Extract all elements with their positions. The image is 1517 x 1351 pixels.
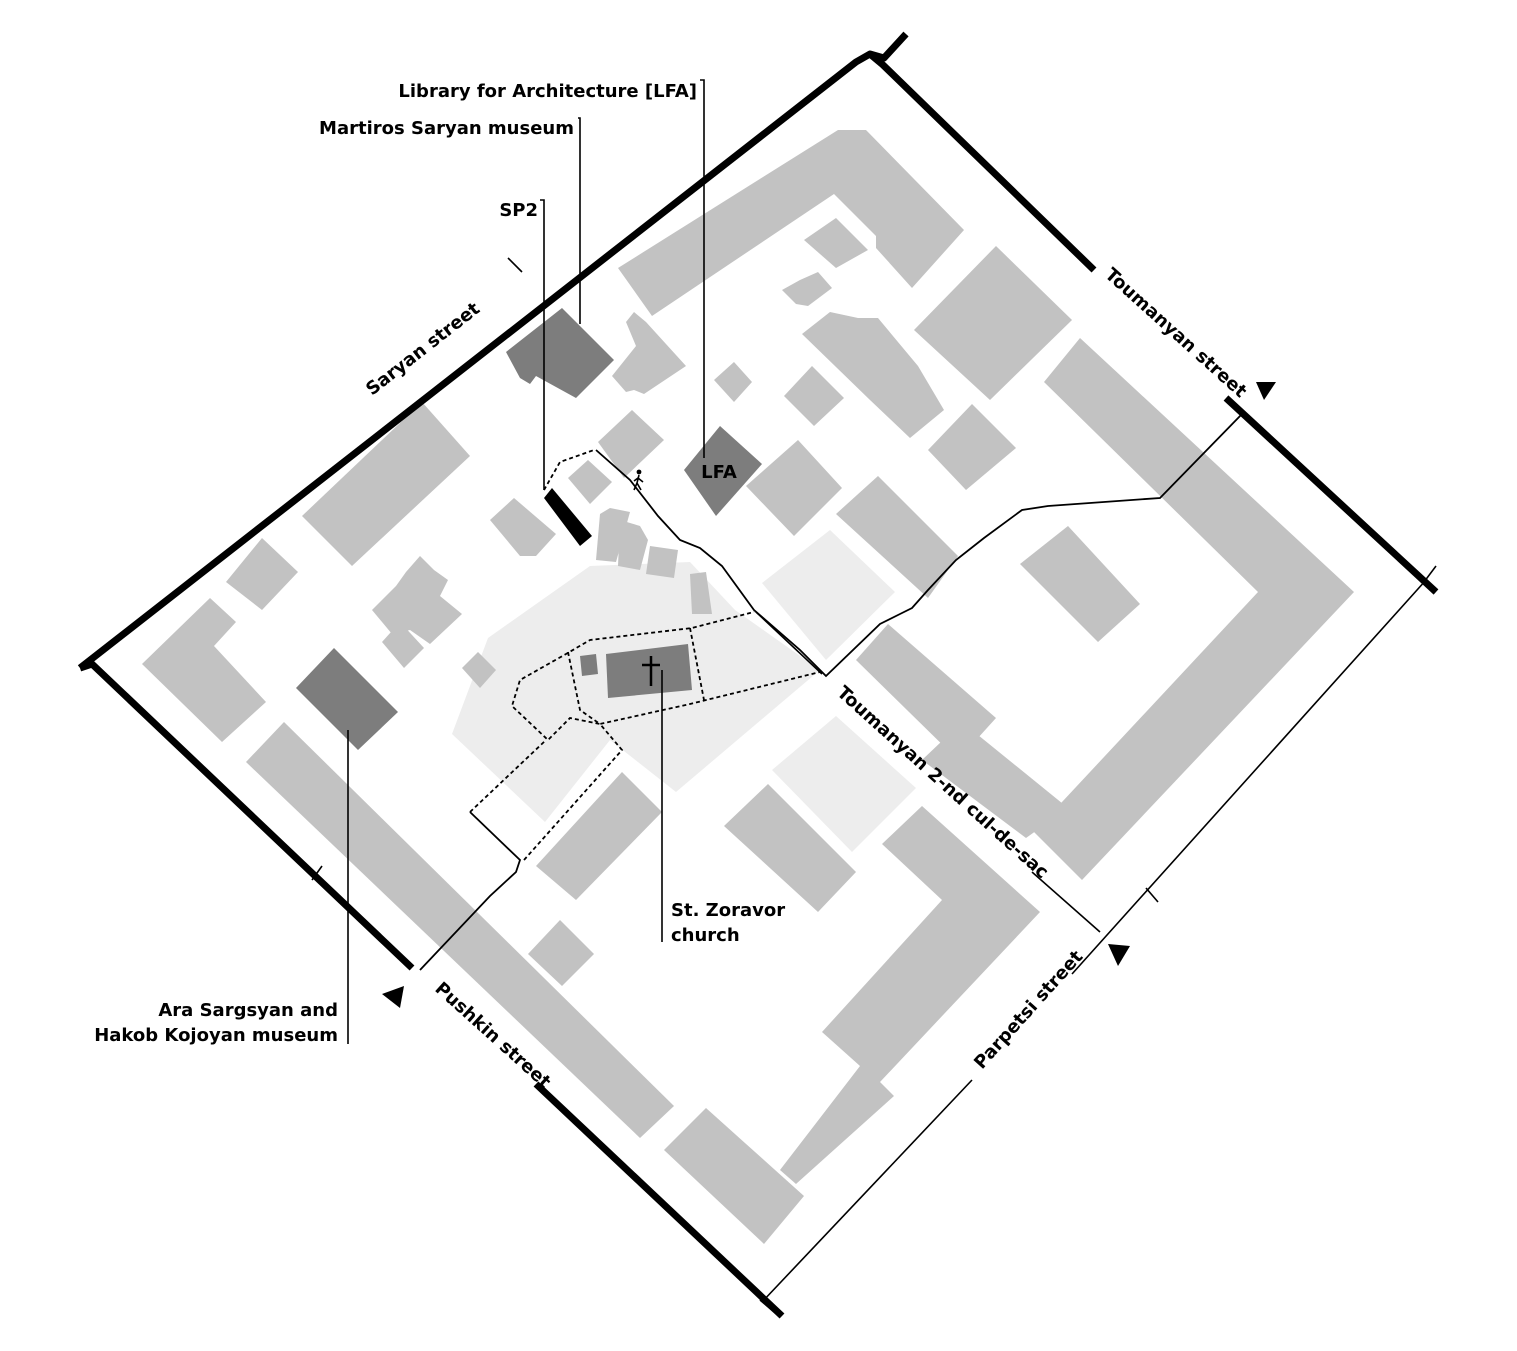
toumanyan-street-line-lower [1223, 395, 1439, 595]
parpetsi-street-line-upper [1071, 579, 1427, 975]
walking-route [419, 811, 522, 971]
building [618, 520, 648, 570]
parpetsi-tick-mid [1145, 887, 1159, 903]
toumanyan-street-line [867, 51, 1097, 273]
martiros-saryan-museum-building[interactable] [506, 308, 614, 398]
sp2-building[interactable] [544, 488, 592, 546]
building [746, 440, 842, 536]
dashed-path-upper [543, 449, 595, 491]
saryan-street-label: Saryan street [362, 298, 484, 400]
building [714, 362, 752, 402]
entrance-arrow-icon-south-east [1108, 944, 1130, 966]
paths [419, 413, 1243, 971]
dashed-path-north [469, 739, 547, 813]
east-square-south [772, 716, 916, 852]
building [914, 246, 1072, 400]
building [782, 272, 832, 306]
st-zoravor-church-building[interactable] [606, 644, 692, 698]
building-south-l [780, 806, 1040, 1184]
building [690, 572, 712, 614]
pushkin-street-line-lower [533, 1081, 785, 1319]
building-east-l [1034, 338, 1354, 880]
ara-label-line1: Ara Sargsyan and [158, 1000, 338, 1021]
building [1020, 526, 1140, 642]
zoravor-label-line1: St. Zoravor [671, 900, 785, 921]
building-west-l [142, 598, 266, 742]
building [598, 410, 664, 478]
lfa-full-label: Library for Architecture [LFA] [398, 81, 697, 102]
buildings [142, 130, 1354, 1244]
building-cross [372, 556, 462, 644]
cross-icon [642, 656, 660, 686]
parpetsi-street-line [761, 1079, 973, 1303]
building [802, 312, 944, 438]
pushkin-tick [311, 865, 323, 881]
building [664, 1108, 804, 1244]
building [490, 498, 556, 556]
building [784, 366, 844, 426]
parpetsi-tick-east [1423, 565, 1437, 583]
sp2-label: SP2 [499, 200, 538, 221]
pedestrian-icon [633, 469, 644, 491]
pushkin-street-line [78, 660, 415, 971]
dashed-path-west [510, 611, 755, 861]
saryan-museum-leader [578, 117, 581, 324]
entrance-arrow-icon-north-east [1256, 382, 1276, 400]
building [382, 622, 424, 668]
building [462, 652, 496, 688]
building [302, 402, 470, 566]
building [928, 404, 1016, 490]
dashed-path-east [689, 627, 705, 701]
building [724, 784, 856, 912]
building-pushkin-strip [246, 722, 674, 1138]
building [612, 312, 686, 394]
lfa-leader [700, 79, 705, 458]
building [536, 772, 662, 900]
parpetsi-tick-south [759, 1299, 775, 1313]
zoravor-label-line2: church [671, 925, 740, 946]
saryan-museum-label: Martiros Saryan museum [319, 118, 574, 139]
ara-label-line2: Hakob Kojoyan museum [94, 1025, 338, 1046]
lfa-short-label: LFA [701, 462, 737, 483]
building [528, 920, 594, 986]
building [646, 546, 678, 578]
walking-route-north [595, 413, 1243, 678]
toumanyan-cul-de-sac-line [1031, 871, 1101, 933]
church-annex-building [580, 654, 598, 676]
building [804, 218, 868, 268]
building [922, 722, 1068, 838]
ara-sargsyan-museum-building[interactable] [296, 648, 398, 750]
saryan-tick [507, 257, 523, 273]
leader-lines [347, 79, 705, 1044]
entrance-arrow-icon-south-west [382, 986, 404, 1008]
east-square-north [762, 530, 895, 660]
sp2-leader [540, 199, 545, 490]
building [568, 460, 612, 504]
building [836, 476, 958, 598]
dashed-path-church [567, 651, 821, 725]
building [226, 538, 298, 610]
streets [77, 31, 1439, 1319]
